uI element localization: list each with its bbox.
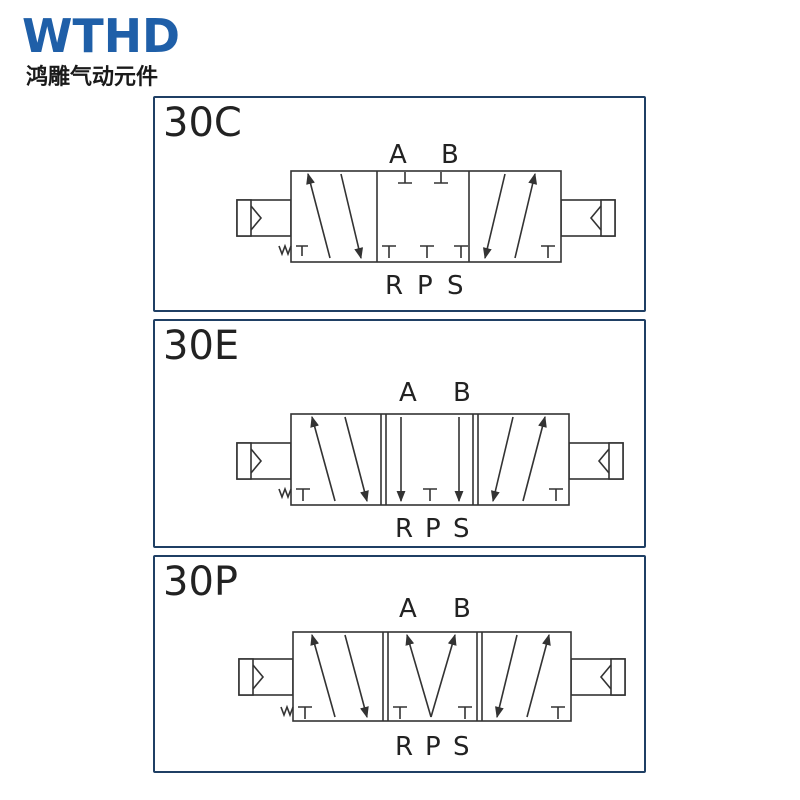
port-label-b: B [453,378,471,408]
valve-panel-30c: 30C [153,96,646,312]
port-label-a: A [389,140,407,170]
panel-title: 30P [163,559,239,605]
valve-body [292,631,572,722]
company-logo: WTHD 鸿雕气动元件 [22,10,192,90]
spring-icon [278,486,292,500]
left-position-flow-icon [296,415,369,503]
logo-subtitle: 鸿雕气动元件 [26,65,159,90]
logo-mark-text: WTHD [22,10,180,58]
right-position-flow-icon [495,633,565,719]
right-solenoid-icon [568,442,624,480]
left-solenoid-icon [238,658,294,696]
port-label-s: S [447,271,464,301]
left-solenoid-icon [236,442,292,480]
port-label-r: R [395,732,413,762]
right-solenoid-icon [570,658,626,696]
right-position-flow-icon [482,172,555,260]
spring-icon [278,243,292,257]
port-label-a: A [399,594,417,624]
center-position-pressure-icon [393,633,472,719]
port-label-r: R [395,514,413,544]
port-label-b: B [441,140,459,170]
left-solenoid-icon [236,199,292,237]
port-label-p: P [417,271,433,301]
valve-symbol-30e: A B R P S [236,378,624,544]
port-label-b: B [453,594,471,624]
valve-symbol-30p: A B R P S [238,594,626,762]
right-solenoid-icon [560,199,616,237]
port-label-p: P [425,514,441,544]
panel-title: 30C [163,100,242,146]
port-label-s: S [453,514,470,544]
valve-symbol-30c: A B R P S [236,140,616,301]
left-position-flow-icon [298,633,369,719]
valve-panel-30e: 30E [153,319,646,548]
center-position-exhaust-icon [396,417,464,503]
spring-icon [280,704,294,718]
panel-title: 30E [163,323,240,369]
port-label-r: R [385,271,403,301]
left-position-flow-icon [296,172,364,260]
valve-panel-30p: 30P [153,555,646,773]
valve-body [290,170,562,263]
right-position-flow-icon [490,415,563,503]
center-position-closed-icon [382,172,468,258]
port-label-p: P [425,732,441,762]
port-label-a: A [399,378,417,408]
wthd-logo-mark: WTHD [22,10,180,58]
port-label-s: S [453,732,470,762]
